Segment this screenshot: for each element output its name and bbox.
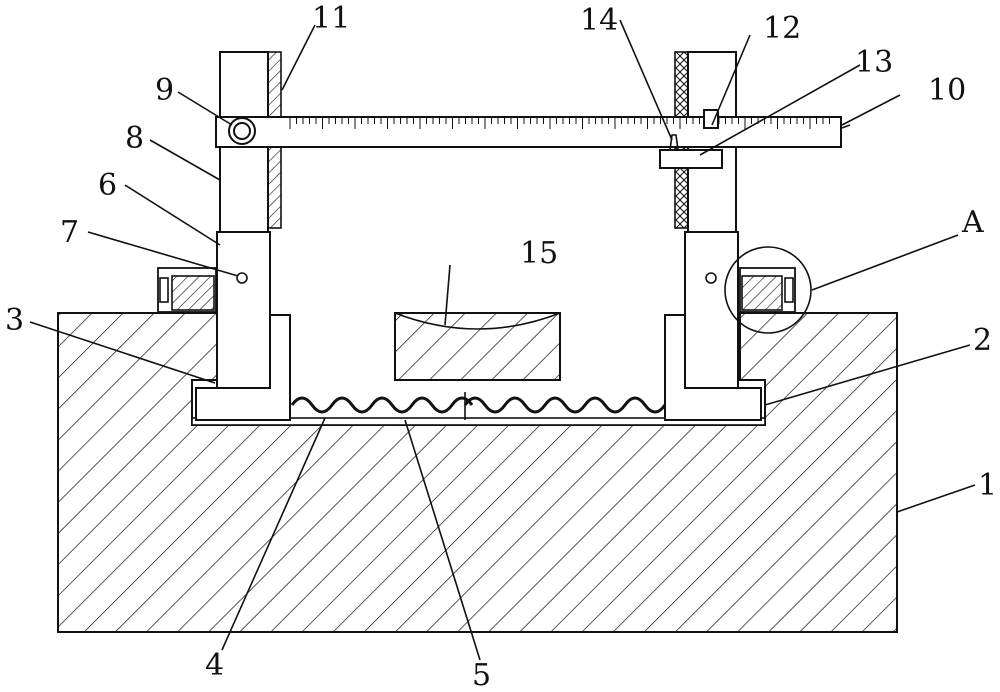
label-3: 3 — [5, 303, 24, 338]
label-5: 5 — [472, 658, 491, 692]
left-column-lower — [216, 231, 271, 389]
label-detail-a: A — [961, 205, 984, 240]
label-10: 10 — [928, 73, 966, 108]
label-13: 13 — [855, 45, 893, 80]
label-11: 11 — [312, 1, 350, 36]
ruler-ticks — [289, 118, 830, 129]
label-7: 7 — [60, 215, 79, 250]
label-14: 14 — [580, 3, 618, 38]
indicator-clip — [703, 109, 719, 129]
label-1: 1 — [978, 468, 997, 503]
label-9: 9 — [155, 73, 174, 108]
leader-lines — [29, 19, 976, 661]
label-8: 8 — [125, 121, 144, 156]
cavity-bottom-plate — [191, 417, 766, 426]
center-block — [394, 312, 561, 381]
label-6: 6 — [98, 168, 117, 203]
left-clamp — [157, 267, 217, 313]
label-12: 12 — [763, 11, 801, 46]
indicator-block — [659, 149, 723, 169]
spring-right — [463, 396, 667, 414]
label-15: 15 — [520, 236, 558, 271]
curved-surface — [394, 312, 561, 330]
ruler-bar — [215, 116, 842, 148]
pivot-hole-right — [705, 272, 717, 284]
pivot-hole-left — [236, 272, 248, 284]
indicator-pointer — [669, 134, 679, 151]
knob-inner — [233, 122, 251, 140]
label-2: 2 — [973, 323, 992, 358]
spring-left — [290, 396, 474, 414]
right-clamp — [739, 267, 796, 313]
detail-a-circle — [724, 246, 812, 334]
label-4: 4 — [205, 648, 224, 683]
